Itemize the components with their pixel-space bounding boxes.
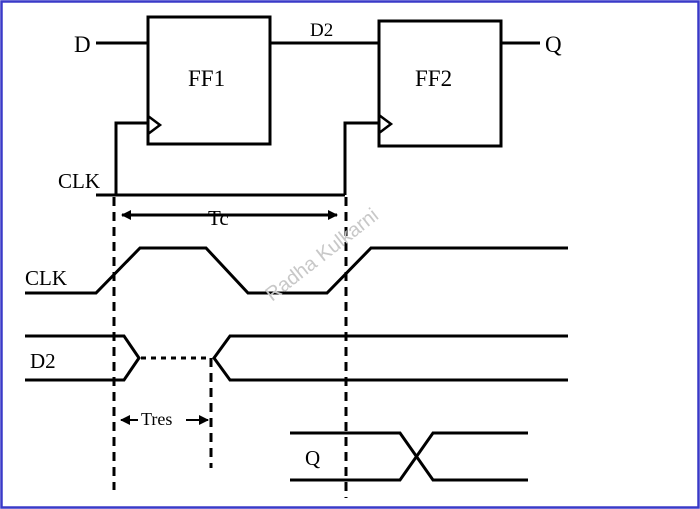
tres-label-backdrop (138, 409, 186, 429)
circuit-clk-label: CLK (58, 169, 100, 193)
d2-waveform (25, 334, 568, 382)
tres-label: Tres (141, 409, 172, 429)
ff1-clock-marker (147, 115, 163, 135)
input-d-label: D (74, 32, 91, 57)
wave-d2-label: D2 (30, 349, 56, 373)
clk-waveform (25, 246, 568, 295)
circuit (96, 15, 540, 197)
d2-old-data (25, 334, 141, 382)
ff2-clock-wire (343, 121, 379, 195)
ff2-box (377, 19, 503, 148)
ff1-clock-wire (114, 121, 148, 195)
wave-q-label: Q (305, 446, 320, 470)
reference-lines (112, 197, 348, 498)
d2-wire-label: D2 (310, 20, 333, 41)
output-q-label: Q (545, 32, 562, 57)
ff1-label: FF1 (188, 66, 225, 91)
q-transition-high (290, 431, 528, 482)
d2-new-data (212, 334, 568, 382)
ff2-clock-marker (378, 114, 394, 134)
q-waveform (290, 431, 528, 482)
tc-label: Tc (208, 206, 229, 230)
wave-clk-label: CLK (25, 266, 67, 290)
ff2-label: FF2 (415, 66, 452, 91)
ff1-box (146, 15, 272, 146)
